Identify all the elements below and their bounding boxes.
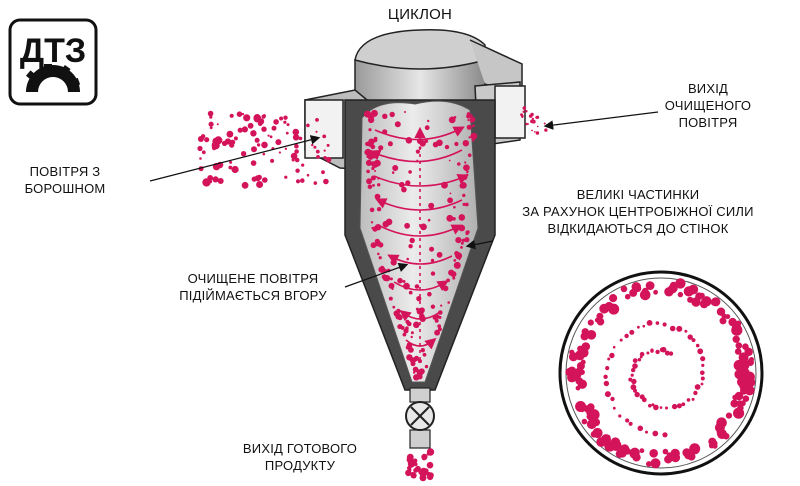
inlet-label-line-2: БОРОШНОМ — [24, 181, 106, 196]
outlet-arrow-icon — [543, 111, 659, 130]
diagram-title: ЦИКЛОН — [387, 6, 453, 23]
clean-air-label-line-2: ПІДІЙМАЄТЬСЯ ВГОРУ — [179, 288, 327, 303]
product-label: ВИХІД ГОТОВОГО ПРОДУКТУ — [230, 440, 370, 474]
cross-section-view — [558, 270, 764, 476]
outlet-label-line-1: ВИХІД — [687, 81, 729, 96]
clean-air-arrow-icon — [344, 262, 409, 288]
particles-label-line-1: ВЕЛИКІ ЧАСТИНКИ — [576, 187, 700, 202]
outlet-label: ВИХІД ОЧИЩЕНОГО ПОВІТРЯ — [648, 80, 768, 131]
valve-icon — [405, 401, 435, 431]
product-label-line-1: ВИХІД ГОТОВОГО — [242, 441, 358, 456]
leader-lines — [149, 111, 659, 288]
product-label-line-2: ПРОДУКТУ — [264, 458, 336, 473]
particles-label-line-2: ЗА РАХУНОК ЦЕНТРОБІЖНОЇ СИЛИ — [522, 204, 754, 219]
clean-air-label-line-1: ОЧИЩЕНЕ ПОВІТРЯ — [187, 271, 319, 286]
inlet-label-line-1: ПОВІТРЯ З — [29, 164, 101, 179]
outlet-label-line-2: ОЧИЩЕНОГО — [664, 98, 752, 113]
outlet-label-line-3: ПОВІТРЯ — [678, 115, 738, 130]
particles-label: ВЕЛИКІ ЧАСТИНКИ ЗА РАХУНОК ЦЕНТРОБІЖНОЇ … — [488, 186, 788, 237]
particles-label-line-3: ВІДКИДАЮТЬСЯ ДО СТІНОК — [547, 221, 729, 236]
inlet-arrow-icon — [149, 135, 321, 182]
clean-air-label: ОЧИЩЕНЕ ПОВІТРЯ ПІДІЙМАЄТЬСЯ ВГОРУ — [158, 270, 348, 304]
dish-particles — [565, 278, 756, 469]
inlet-label: ПОВІТРЯ З БОРОШНОМ — [10, 163, 120, 197]
wall-arrow-icon — [465, 239, 494, 250]
particles — [197, 106, 548, 482]
logo-text: ДТЗ — [20, 32, 86, 70]
gear-icon — [26, 64, 81, 92]
logo: ДТЗ — [8, 18, 98, 106]
